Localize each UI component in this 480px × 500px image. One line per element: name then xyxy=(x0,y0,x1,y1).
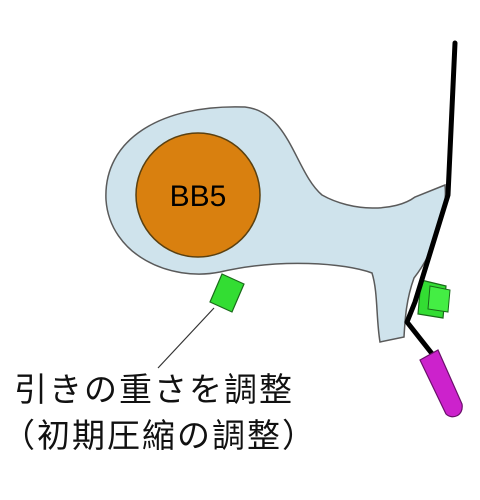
pin-tip xyxy=(419,349,463,418)
bearing-label: BB5 xyxy=(170,180,227,213)
spring-block-right xyxy=(417,279,451,319)
spring-block-left xyxy=(209,273,245,313)
leader-line xyxy=(157,307,215,369)
bearing-circle xyxy=(135,132,261,258)
lever-line xyxy=(404,40,458,363)
note-line-2: （初期圧縮の調整） xyxy=(2,416,317,455)
note-line-1: 引きの重さを調整 xyxy=(14,370,294,409)
